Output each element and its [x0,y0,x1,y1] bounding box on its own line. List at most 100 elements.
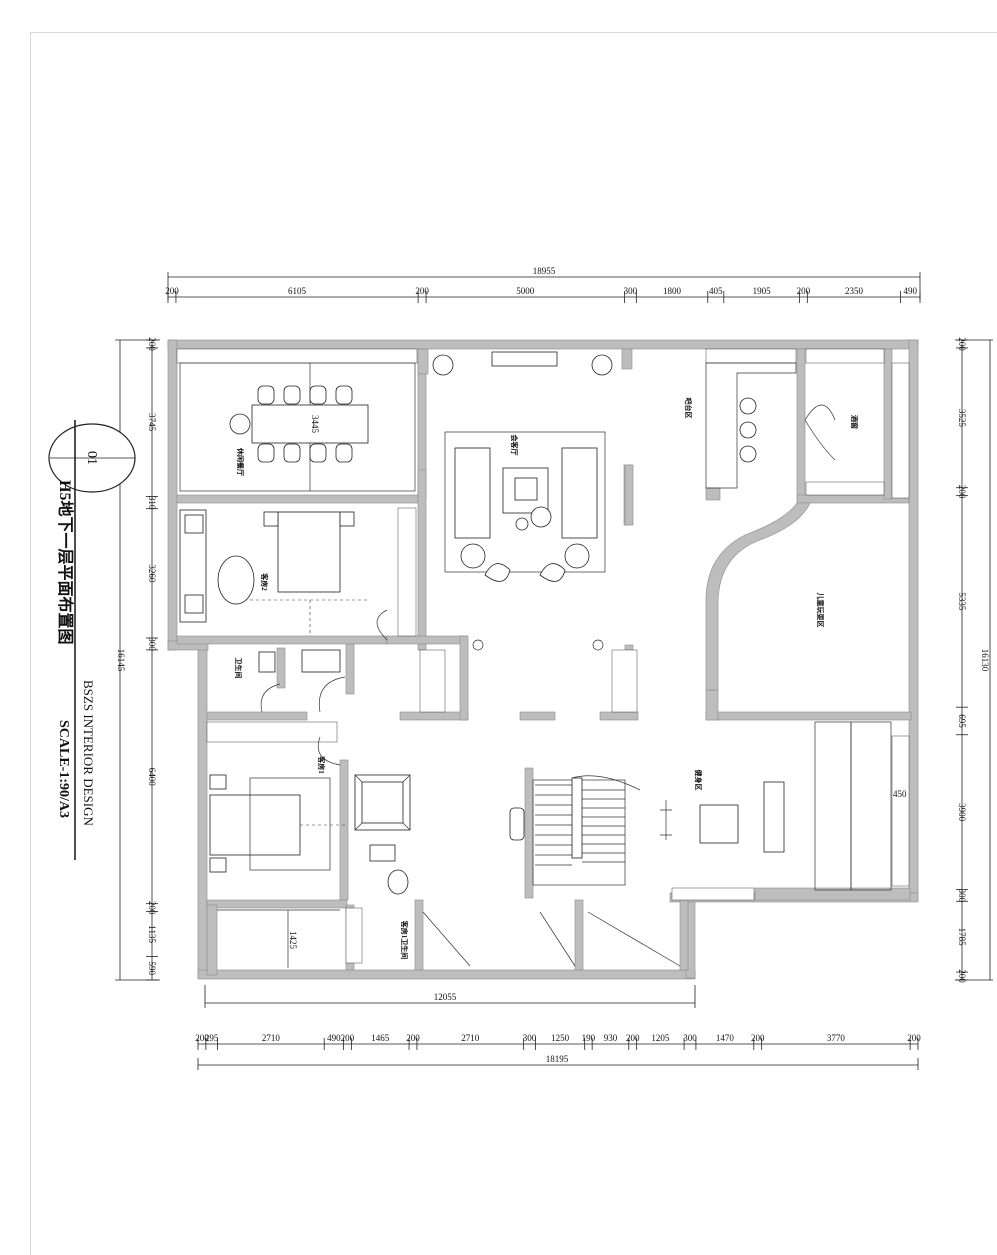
bed [209,794,301,856]
toilet [387,869,409,895]
bottom-segment-dim: 200 [341,1033,355,1043]
left-segment-dim: 590 [147,962,157,976]
room-label-guest2: 客房2 [260,572,269,591]
top-total-dim: 18955 [533,266,556,276]
kids-area: 儿童玩耍区 [705,502,825,691]
room-label-fitness: 健身区 [694,770,703,791]
bottom-segment-dim: 200 [907,1033,921,1043]
dining-table [251,404,369,444]
fitness-dim: 450 [893,789,907,799]
room-label-wine: 酒窖 [850,415,859,429]
elevator: 客房1卫生间 [354,774,411,960]
top-segment-dim: 5000 [516,286,535,296]
right-segment-dim: 300 [957,889,967,903]
left-segment-dim: 3260 [147,564,157,583]
sofa-right [561,447,598,539]
left-total-dim: 16145 [116,649,126,672]
room-label-guest1-bath: 客房1卫生间 [400,920,409,960]
top-segment-dim: 200 [797,286,811,296]
left-segment-dim: 300 [147,637,157,651]
dining-dim: 3445 [310,415,320,434]
nightstand [263,511,279,527]
bottom-segment-dim: 200 [406,1033,420,1043]
right-total-dim: 16130 [980,649,990,672]
sofa-left [454,447,491,539]
nightstand [209,857,227,873]
left-segment-dim: 3745 [147,413,157,432]
armchair [484,563,511,582]
plant-pot [509,807,525,841]
bottom-segment-dim: 300 [683,1033,697,1043]
left-segment-dim: 200 [147,337,157,351]
top-segment-dim: 6105 [288,286,307,296]
side-table [515,517,529,531]
side-table [530,506,552,528]
bottom-inner-dim: 12055 [434,992,457,1002]
right-segment-dim: 695 [957,714,967,728]
top-segment-dim: 200 [415,286,429,296]
dining-chair [335,385,353,405]
coffee-table-top [514,477,538,501]
top-segment-dim: 405 [709,286,723,296]
left-segment-dim: 200 [147,901,157,915]
armchair [539,563,566,582]
plant-icon [229,413,251,435]
corridor-dim: 1425 [288,931,298,950]
round-table [217,555,255,605]
bottom-segment-dim: 1465 [371,1033,390,1043]
tv-console [491,351,558,367]
right-segment-dim: 3525 [957,409,967,428]
bottom-segment-dim: 3770 [827,1033,846,1043]
right-segment-dim: 200 [957,485,967,499]
vanity [301,649,341,673]
bottom-segment-dim: 1470 [716,1033,735,1043]
dining-chair [309,443,327,463]
dining-chair [309,385,327,405]
room-label-bar: 吧台区 [684,398,693,419]
bottom-segment-dim: 190 [582,1033,596,1043]
bottom-segment-dim: 200 [195,1033,209,1043]
sink [369,844,396,862]
bar-stool [739,445,757,463]
left-segment-dim: 6400 [147,768,157,787]
right-segment-dim: 200 [957,337,967,351]
left-segment-dim: 1135 [147,925,157,943]
bottom-segment-dim: 490 [327,1033,341,1043]
bar-stool [739,397,757,415]
bottom-segment-dim: 300 [523,1033,537,1043]
right-segment-dim: 3900 [957,803,967,822]
stairs [509,775,641,886]
bottom-segment-dim: 930 [604,1033,618,1043]
bar-stool [739,421,757,439]
room-label-dining: 休闲餐厅 [236,447,245,476]
top-segment-dim: 490 [904,286,918,296]
fitness-area: 健身区 450 [660,721,907,891]
gym-machine [699,804,739,844]
bottom-segment-dim: 295 [205,1033,219,1043]
cabinets [176,348,910,964]
top-segment-dim: 2350 [845,286,864,296]
bottom-segment-dim: 200 [751,1033,765,1043]
dining-chair [257,443,275,463]
right-segment-dim: 200 [957,969,967,983]
living-room: 会客厅 [444,431,634,651]
room-label-living: 会客厅 [510,435,519,456]
nightstand [339,511,355,527]
treadmill [763,781,785,853]
bottom-segment-dim: 200 [626,1033,640,1043]
room-label-bath: 卫生间 [234,658,243,679]
left-segment-dim: 310 [147,496,157,510]
bottom-segment-dim: 2710 [461,1033,480,1043]
bed [277,511,341,593]
top-segment-dim: 1905 [753,286,772,296]
room-label-kids: 儿童玩耍区 [816,592,825,628]
dining-chair [257,385,275,405]
bottom-segment-dim: 1250 [551,1033,570,1043]
plant-icon [432,354,454,376]
bottom-segment-dim: 2710 [262,1033,281,1043]
left-dimension-chain: 200 3745 310 3260 300 6400 200 1135 590 16145 [115,337,160,981]
